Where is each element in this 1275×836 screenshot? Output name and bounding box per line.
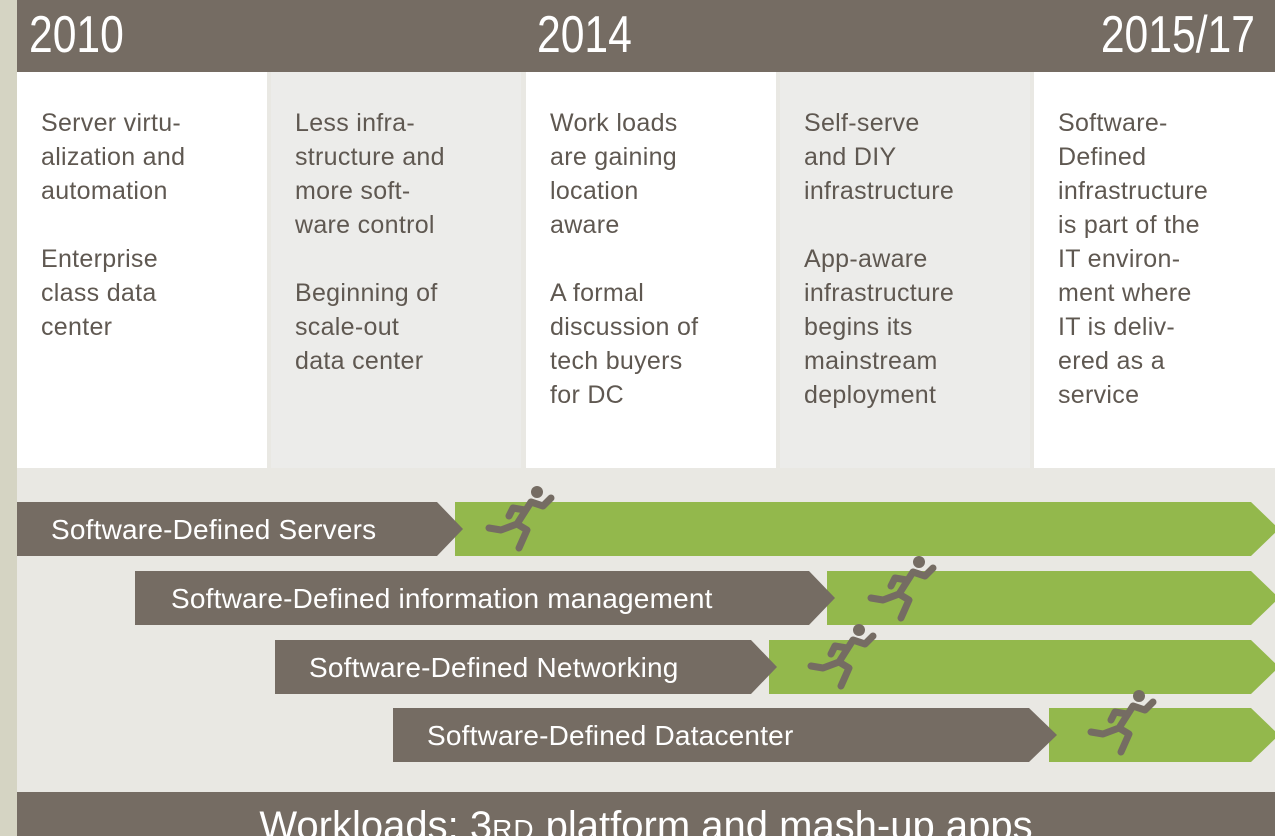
track-arrows (17, 0, 1275, 762)
label-arrow (275, 640, 777, 694)
track-label-datacenter: Software-Defined Datacenter (427, 720, 794, 751)
milestone-text: Self-serve and DIY infrastructure (804, 109, 955, 205)
milestone-column-2: Less infra- structure and more soft- war… (271, 72, 521, 468)
milestone-text: Beginning of scale-out data center (295, 279, 438, 375)
milestone-column-3: Work loads are gaining location aware A … (526, 72, 776, 468)
track-label-networking: Software-Defined Networking (309, 652, 679, 683)
label-arrow (135, 571, 835, 625)
track-information-management (135, 571, 1275, 625)
footer-text: Workloads: 3RD platform and mash-up apps (17, 796, 1275, 836)
milestone-text: Server virtu- alization and automation (41, 109, 186, 205)
workloads-footer: Workloads: 3RD platform and mash-up apps (17, 792, 1275, 836)
track-servers (17, 502, 1275, 556)
milestone-text: A formal discussion of tech buyers for D… (550, 279, 699, 409)
footer-prefix: Workloads: 3 (259, 804, 493, 836)
year-2014: 2014 (537, 6, 632, 64)
year-2015-17: 2015/17 (1100, 6, 1255, 64)
milestone-column-5: Software- Defined infrastructure is part… (1034, 72, 1275, 468)
track-networking (275, 640, 1275, 694)
milestone-text: Work loads are gaining location aware (550, 109, 678, 239)
green-arrow (769, 640, 1275, 694)
milestone-column-1: Server virtu- alization and automation E… (17, 72, 267, 468)
track-label-servers: Software-Defined Servers (51, 514, 377, 545)
green-arrow (1049, 708, 1275, 762)
milestone-text: App-aware infrastructure begins its main… (804, 245, 955, 409)
green-arrow (455, 502, 1275, 556)
footer-small-caps: RD (492, 814, 535, 836)
green-arrow (827, 571, 1275, 625)
label-arrow (393, 708, 1057, 762)
milestone-text: Software- Defined infrastructure is part… (1058, 109, 1209, 409)
milestone-text: Enterprise class data center (41, 245, 158, 341)
year-header: 2010 2014 2015/17 (17, 0, 1275, 72)
footer-suffix: platform and mash-up apps (534, 804, 1033, 836)
milestone-text: Less infra- structure and more soft- war… (295, 109, 445, 239)
track-label-information-management: Software-Defined information management (171, 583, 713, 614)
track-datacenter (393, 708, 1275, 762)
timeline-panel: 2010 2014 2015/17 Server virtu- alizatio… (17, 0, 1275, 836)
label-arrow (17, 502, 463, 556)
year-2010: 2010 (29, 6, 124, 64)
milestone-column-4: Self-serve and DIY infrastructure App-aw… (780, 72, 1030, 468)
